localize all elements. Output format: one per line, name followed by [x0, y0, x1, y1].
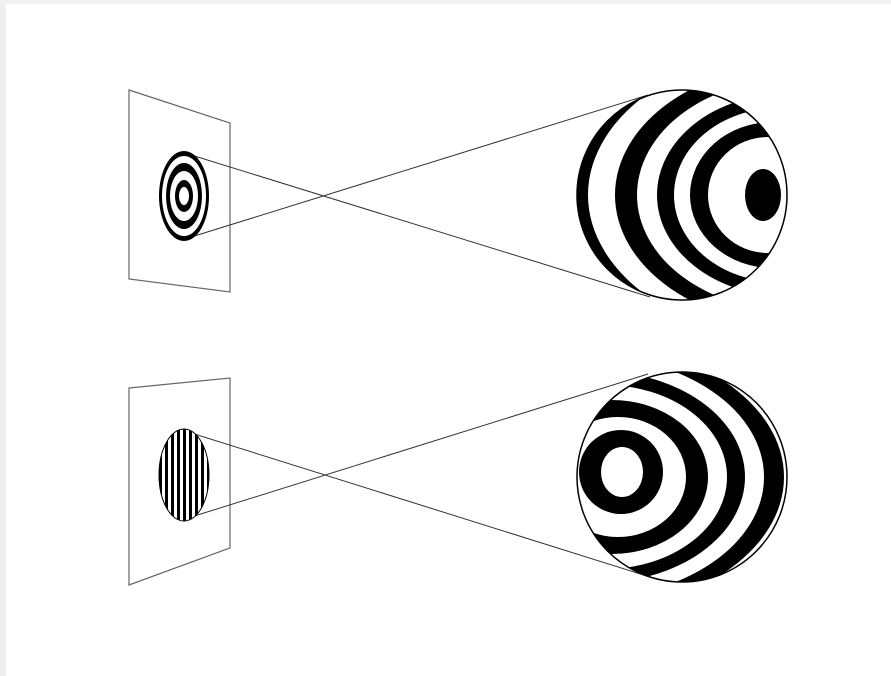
bottom-sphere — [282, 307, 830, 647]
top-projection — [129, 25, 891, 365]
bottom-retinal-image-stripes — [159, 428, 210, 523]
bottom-projection — [129, 307, 830, 647]
top-sphere — [558, 25, 891, 365]
top-retinal-image-rings — [159, 151, 209, 241]
